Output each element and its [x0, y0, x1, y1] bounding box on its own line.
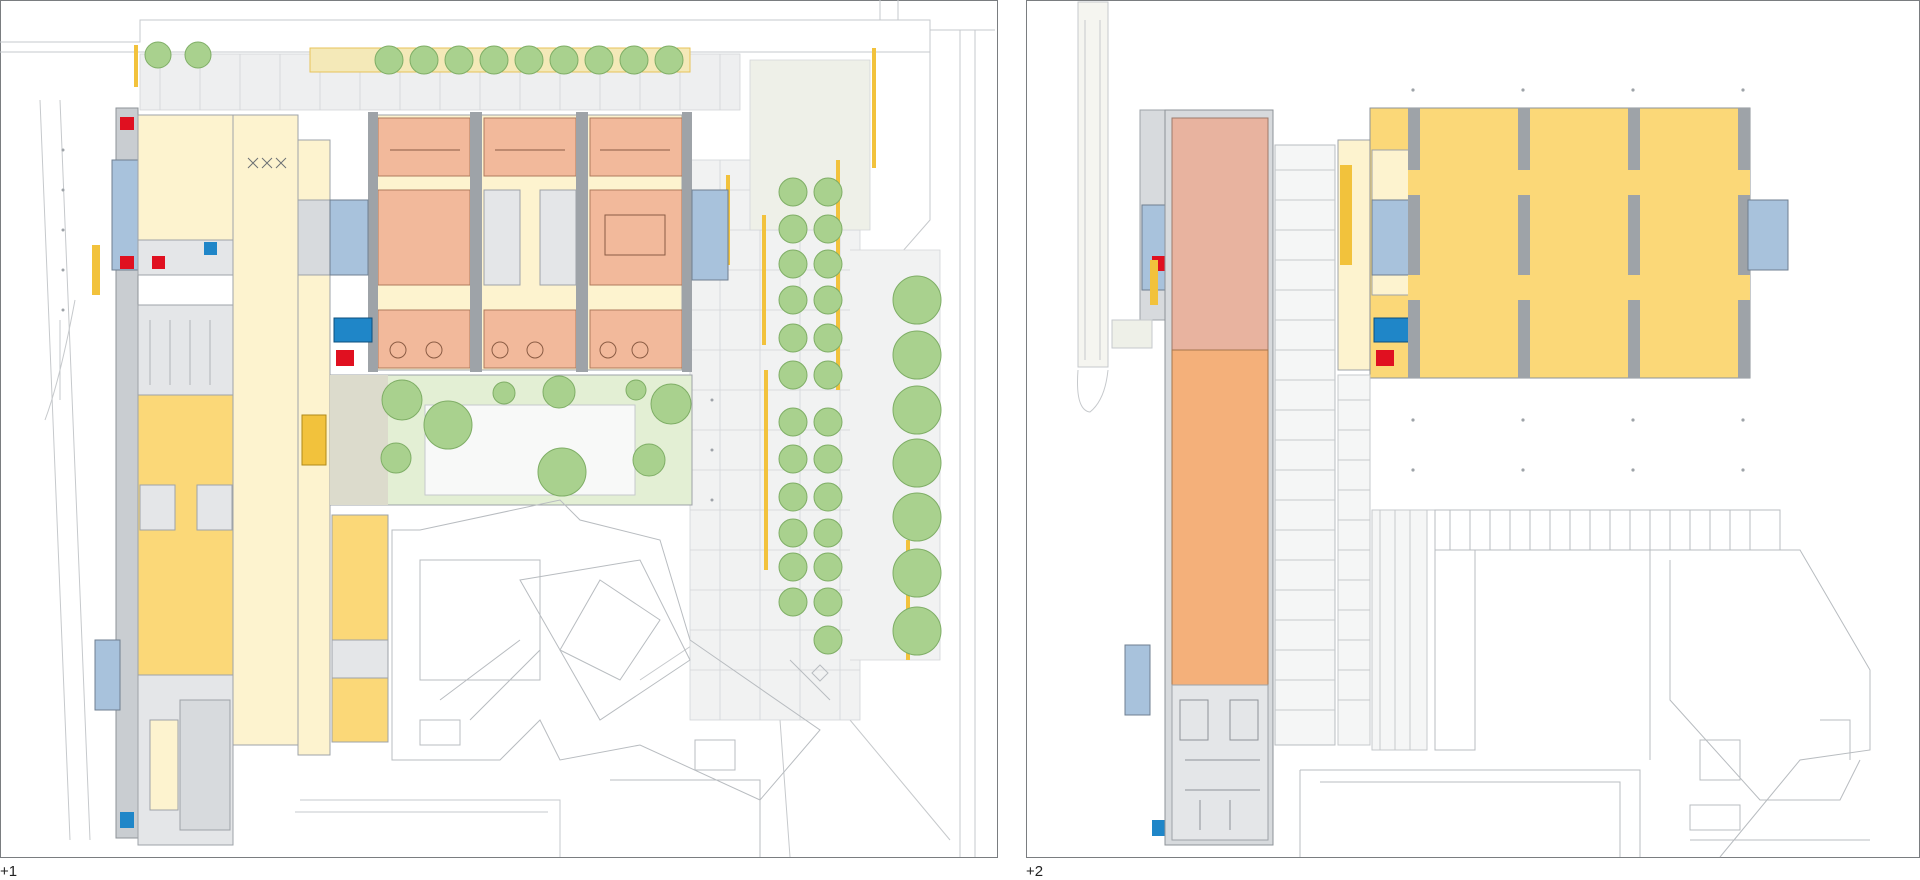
fire-red-mid [336, 350, 354, 366]
connector-stair [1340, 165, 1352, 265]
existing-buildings-2 [1299, 509, 1871, 858]
floor-plan-plus2 [1026, 0, 1920, 858]
west-meeting-grey [137, 304, 234, 396]
west-stair-yellow [1150, 260, 1158, 305]
yellow-office-block [1369, 107, 1789, 379]
west-stair-core-lower [94, 639, 121, 711]
column-dots-left [61, 148, 714, 502]
hall-pink [1171, 117, 1269, 351]
tree-rows-east [778, 177, 942, 656]
east-stair-core [691, 189, 729, 281]
stair-core-east2-west [1371, 199, 1413, 276]
courtyard-trees [380, 375, 692, 497]
tree-row-top [144, 41, 684, 75]
column-dots-right [1411, 88, 1745, 472]
courtyard-paving-west [330, 375, 388, 505]
west-stair-core [111, 159, 139, 271]
stair-core-east2 [1747, 199, 1789, 271]
elevator-blue-sw2 [1152, 820, 1166, 836]
spine-cross-marks [247, 157, 287, 169]
fire-stair-red-1 [120, 117, 134, 130]
accent-stair [301, 414, 327, 466]
bridge-ramp [1274, 144, 1336, 746]
salmon-office-block [368, 112, 692, 372]
mid-stair-core [329, 199, 369, 276]
floor-label-plus2: +2 [1026, 863, 1044, 880]
west-office-yellow [137, 394, 234, 676]
elevator-blue-sw [120, 812, 134, 828]
existing-building-outline [391, 499, 831, 857]
spine-grey-block [297, 199, 331, 276]
circulation-spine [232, 114, 299, 746]
fire-red-e2 [1376, 350, 1394, 366]
terrace-grid [1337, 374, 1780, 751]
elevator-blue-w [204, 242, 217, 255]
road-west [1077, 1, 1109, 413]
accent-stair-west [92, 245, 100, 295]
fire-stair-red-2 [120, 256, 134, 269]
floor-label-plus1: +1 [0, 863, 18, 880]
elevator-blue-mid [333, 317, 373, 343]
fire-red-3 [152, 256, 165, 269]
spine-office-yellow-2 [331, 677, 389, 743]
spine-office-yellow-1 [331, 514, 389, 641]
floor-plan-plus1 [0, 0, 998, 858]
stair-core-sw2 [1124, 644, 1151, 716]
hall-orange [1171, 349, 1269, 686]
